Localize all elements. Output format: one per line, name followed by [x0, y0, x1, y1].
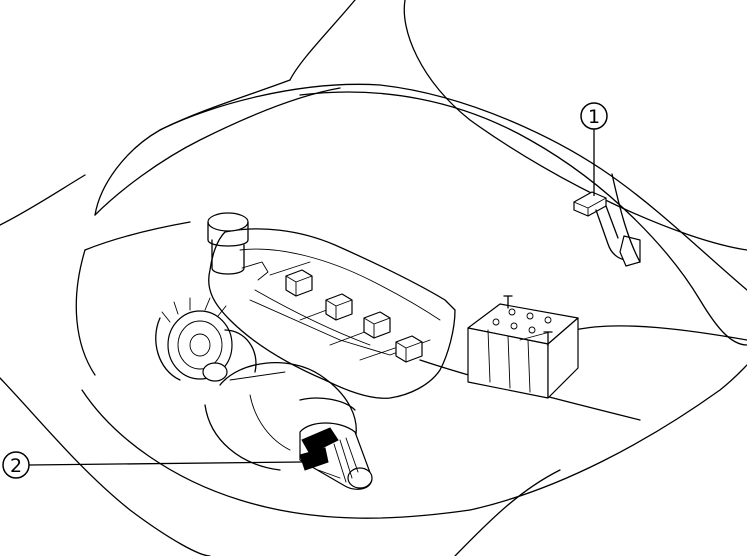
- callout-1-label: 1: [588, 106, 600, 128]
- callout-2-label: 2: [10, 455, 22, 477]
- starter-motor: [299, 422, 373, 490]
- alternator: [155, 297, 257, 382]
- callout-2-leader: [28, 461, 303, 466]
- callout-1: 1: [580, 102, 608, 196]
- intake-duct: [204, 362, 357, 471]
- callout-2: 2: [2, 451, 303, 479]
- battery: [467, 295, 579, 399]
- engine-head-cover: [207, 212, 456, 399]
- relay-bracket: [573, 173, 641, 267]
